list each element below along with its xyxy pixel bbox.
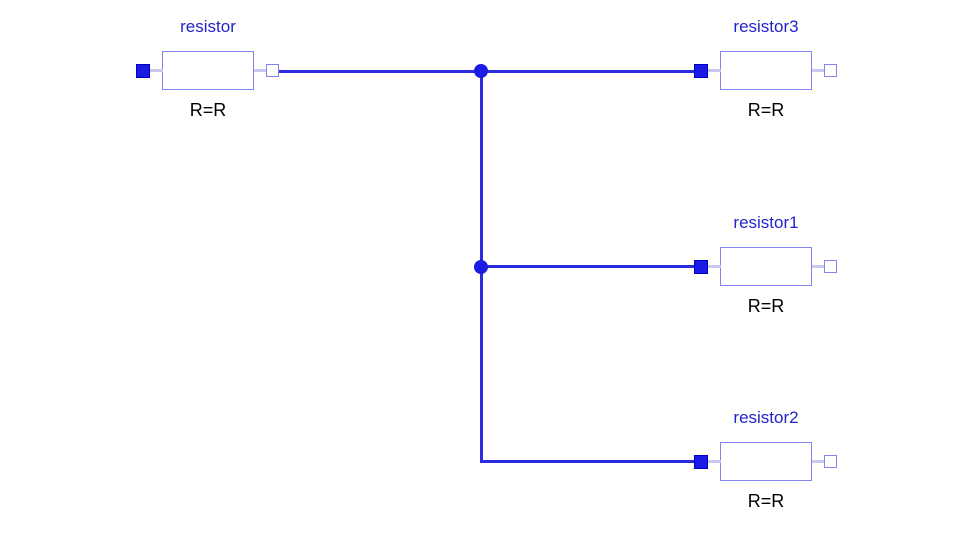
lead-right	[812, 69, 825, 72]
resistance-param-label: R=R	[747, 100, 785, 120]
component-resistor1[interactable]: resistor1 R=R	[694, 213, 838, 317]
junction-node-top[interactable]	[474, 64, 488, 78]
resistance-param-label: R=R	[747, 296, 785, 316]
resistor-body[interactable]	[720, 247, 812, 286]
resistance-param-label: R=R	[747, 491, 785, 511]
lead-left	[707, 265, 721, 268]
junction-node-middle[interactable]	[474, 260, 488, 274]
lead-right	[812, 460, 825, 463]
component-resistor3[interactable]: resistor3 R=R	[694, 17, 838, 121]
pin-negative[interactable]	[824, 64, 837, 77]
wire-to-resistor1[interactable]	[480, 265, 695, 268]
wire-to-resistor2[interactable]	[480, 460, 695, 463]
resistor-body[interactable]	[720, 51, 812, 90]
pin-positive[interactable]	[136, 64, 150, 78]
lead-right	[254, 69, 267, 72]
resistance-param-label: R=R	[189, 100, 227, 120]
pin-positive[interactable]	[694, 260, 708, 274]
lead-left	[707, 69, 721, 72]
pin-negative[interactable]	[824, 455, 837, 468]
component-name-label: resistor2	[733, 408, 799, 427]
component-resistor2[interactable]: resistor2 R=R	[694, 408, 838, 512]
resistor-body[interactable]	[720, 442, 812, 481]
pin-negative[interactable]	[266, 64, 279, 77]
pin-negative[interactable]	[824, 260, 837, 273]
lead-left	[149, 69, 163, 72]
component-name-label: resistor3	[733, 17, 799, 36]
component-name-label: resistor1	[733, 213, 799, 232]
resistor-body[interactable]	[162, 51, 254, 90]
lead-left	[707, 460, 721, 463]
component-resistor[interactable]: resistor R=R	[136, 17, 280, 121]
pin-positive[interactable]	[694, 455, 708, 469]
lead-right	[812, 265, 825, 268]
pin-positive[interactable]	[694, 64, 708, 78]
component-name-label: resistor	[180, 17, 236, 36]
